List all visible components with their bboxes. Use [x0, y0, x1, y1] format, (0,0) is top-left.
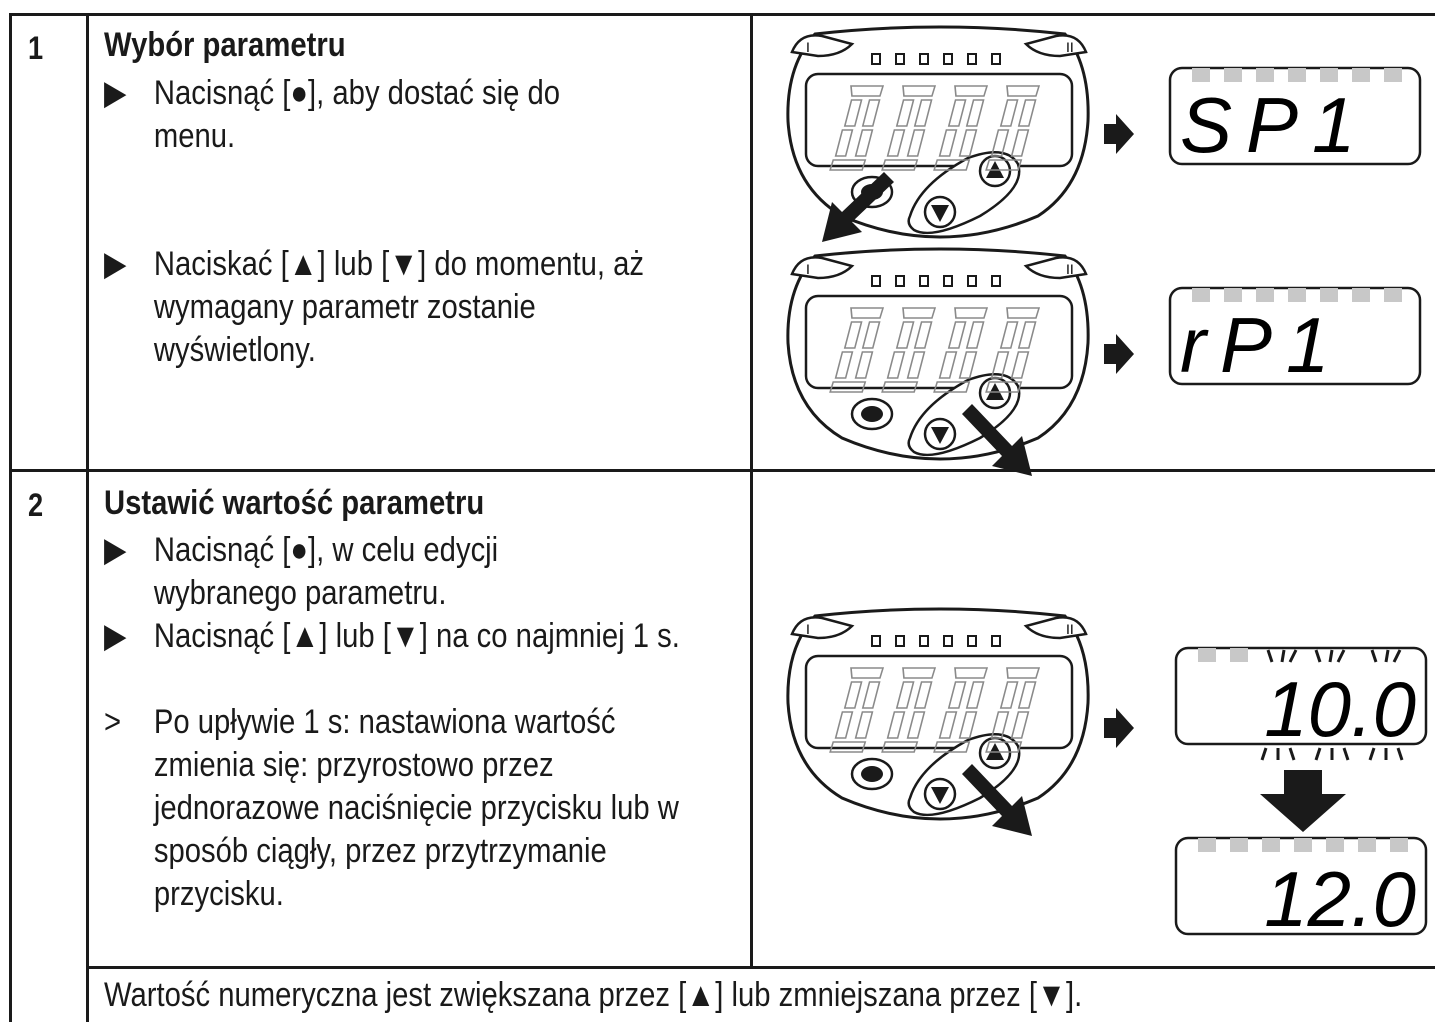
bullet-marker: ▶ — [104, 245, 127, 283]
table-left-border — [9, 13, 12, 1022]
led-label-1: I — [806, 39, 810, 55]
step-title: Ustawić wartość parametru — [104, 484, 485, 522]
instruction-item: ▶ Nacisnąć [●], w celu edycji wybranego … — [104, 529, 723, 615]
bullet-marker: ▶ — [104, 74, 127, 112]
bullet-marker: > — [104, 703, 122, 741]
device-illustration-set: I II — [786, 25, 1090, 242]
column-divider-figure — [750, 13, 753, 966]
led-label-1: I — [806, 261, 810, 277]
device-illustration-adjust: I II — [786, 607, 1090, 836]
instruction-text: Po upływie 1 s: nastawiona wartość zmien… — [153, 703, 679, 913]
column-divider-number — [86, 13, 89, 1022]
flash-rays — [1266, 649, 1402, 663]
instruction-text: Nacisnąć [●], aby dostać się do menu. — [153, 74, 560, 155]
led-indicators — [1192, 68, 1402, 82]
step-number: 2 — [28, 487, 44, 523]
led-indicators — [1198, 838, 1408, 852]
bullet-marker: ▶ — [104, 531, 127, 569]
footer-note: Wartość numeryczna jest zwiększana przez… — [104, 976, 1083, 1014]
arrow-right — [1104, 114, 1134, 154]
arrow-down — [1260, 770, 1346, 832]
led-indicators — [1192, 288, 1402, 302]
device-illustration-down: I II — [786, 247, 1090, 476]
footer-divider — [86, 966, 1435, 969]
display-value: SP1 — [1180, 81, 1369, 169]
table-top-border — [9, 13, 1435, 16]
step-number: 1 — [28, 30, 44, 66]
instruction-item: > Po upływie 1 s: nastawiona wartość zmi… — [104, 701, 723, 916]
display-value: 12.0 — [1264, 855, 1416, 943]
flash-rays-bottom — [1260, 747, 1404, 761]
arrow-right — [1104, 334, 1134, 374]
display-value: rP1 — [1180, 301, 1343, 389]
bullet-marker: ▶ — [104, 617, 127, 655]
step-title: Wybór parametru — [104, 26, 346, 64]
row-divider — [9, 469, 1435, 472]
instruction-item: ▶ Nacisnąć [●], aby dostać się do menu. — [104, 72, 723, 158]
led-label-2: II — [1066, 39, 1074, 55]
led-label-2: II — [1066, 261, 1074, 277]
result-display: rP1 — [1168, 286, 1422, 389]
arrow-right — [1104, 708, 1134, 748]
instruction-text: Nacisnąć [●], w celu edycji wybranego pa… — [153, 531, 499, 612]
display-value: 10.0 — [1264, 665, 1416, 753]
result-display: SP1 — [1168, 66, 1422, 169]
instruction-item: ▶ Naciskać [▲] lub [▼] do momentu, aż wy… — [104, 243, 723, 372]
result-display-flashing: 10.0 — [1174, 646, 1428, 753]
result-display-new: 12.0 — [1174, 836, 1428, 943]
led-label-1: I — [806, 621, 810, 637]
instruction-item: ▶ Nacisnąć [▲] lub [▼] na co najmniej 1 … — [104, 615, 723, 658]
led-label-2: II — [1066, 621, 1074, 637]
instruction-text: Nacisnąć [▲] lub [▼] na co najmniej 1 s. — [153, 617, 680, 655]
instruction-text: Naciskać [▲] lub [▼] do momentu, aż wyma… — [153, 245, 645, 369]
led-indicators — [1198, 648, 1248, 662]
